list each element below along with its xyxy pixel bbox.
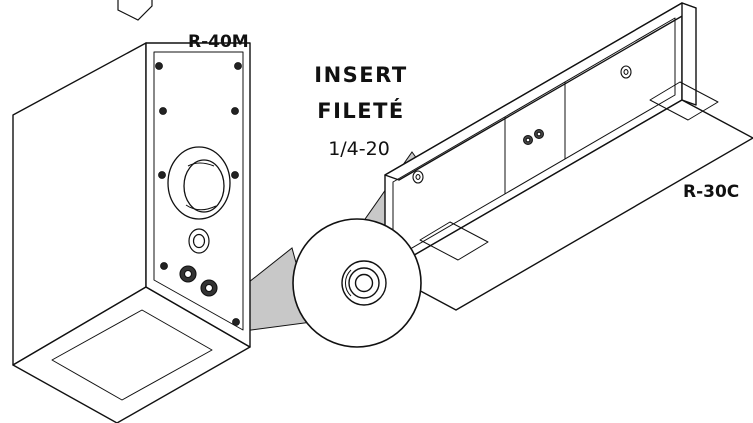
r40m-terminals <box>179 265 218 297</box>
screw-low-right <box>232 318 240 326</box>
r40m-screws <box>155 62 242 326</box>
label-r30c: R-30C <box>683 182 739 202</box>
label-insert: INSERT <box>314 63 407 87</box>
screw-low-left <box>160 262 168 270</box>
stand-fragment <box>117 0 153 21</box>
screw-mid-left-2 <box>158 171 166 179</box>
magnifier-insert-hole <box>354 273 374 293</box>
screw-mid-right-1 <box>231 107 239 115</box>
r30c-foot-right <box>649 81 719 121</box>
r30c-foot-left <box>419 221 489 261</box>
screw-mid-left-1 <box>159 107 167 115</box>
speaker-r30c <box>384 2 753 311</box>
r40m-front-bezel <box>153 51 244 331</box>
port-inner <box>183 159 225 213</box>
screw-mid-right-2 <box>231 171 239 179</box>
r30c-inserts <box>412 65 632 184</box>
r30c-side-face <box>681 2 697 106</box>
r40m-insert <box>188 228 210 254</box>
r40m-foot <box>51 309 213 401</box>
insert-magnifier <box>292 218 422 348</box>
label-filete: FILETÉ <box>317 98 405 123</box>
label-thread-size: 1/4-20 <box>328 138 390 160</box>
r40m-port <box>167 146 231 220</box>
screw-top-left <box>155 62 163 70</box>
r30c-bottom-face <box>384 99 753 311</box>
screw-top-right <box>234 62 242 70</box>
speaker-r40m <box>12 42 251 423</box>
label-r40m: R-40M <box>188 32 249 52</box>
r30c-terminals <box>523 129 544 145</box>
